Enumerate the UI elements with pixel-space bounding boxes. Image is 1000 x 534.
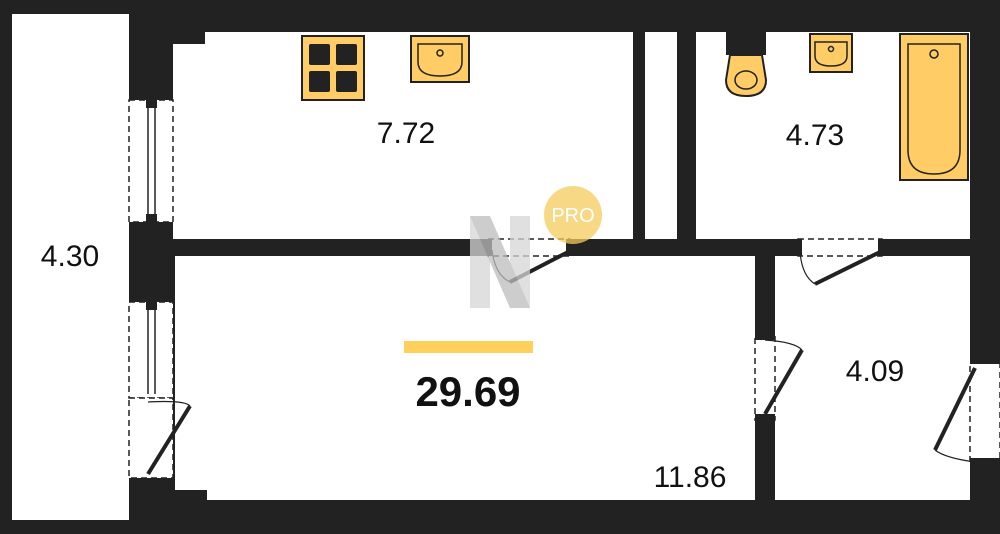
entrance-door [933, 356, 1000, 466]
living-balcony-window [128, 301, 174, 399]
hallway-room[interactable] [775, 256, 970, 500]
bathtub-icon [899, 33, 969, 181]
bathroom-door [796, 238, 884, 286]
watermark-badge-text: PRO [551, 205, 594, 227]
toilet-icon [724, 32, 768, 98]
living-room-area-label: 11.86 [654, 461, 727, 494]
living-room[interactable] [175, 256, 755, 500]
total-area-label: 29.69 [415, 368, 520, 415]
hallway-area-label: 4.09 [846, 355, 904, 388]
kitchen-room[interactable] [173, 32, 633, 239]
balcony-room[interactable] [12, 14, 129, 520]
bathroom-sink-icon [809, 33, 853, 73]
living-hallway-door [754, 332, 804, 422]
bathroom-area-label: 4.73 [786, 119, 844, 152]
stove-icon [301, 35, 365, 101]
kitchen-sink-icon [410, 35, 470, 83]
kitchen-balcony-window [128, 99, 174, 223]
watermark-badge [544, 186, 602, 244]
watermark-logo-icon: PRO [470, 186, 602, 308]
balcony-door [128, 397, 192, 479]
utility-shaft [645, 32, 677, 239]
total-area-accent-bar [404, 341, 533, 353]
kitchen-area-label: 7.72 [377, 117, 435, 150]
balcony-area-label: 4.30 [41, 240, 99, 273]
